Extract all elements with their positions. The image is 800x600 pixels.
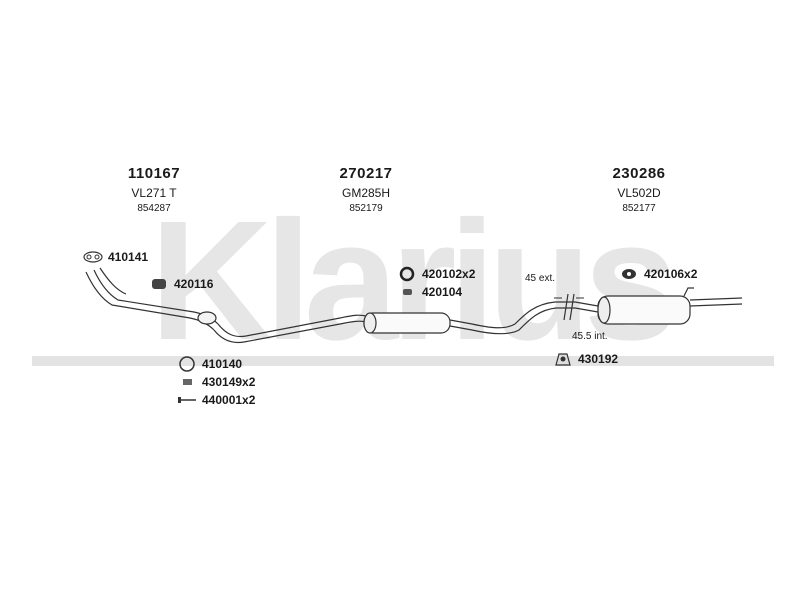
rubber-mount-icon	[148, 276, 170, 292]
middle-silencer	[363, 312, 451, 334]
fitting-label: 420102x2	[422, 267, 476, 281]
section-middle-silencer: 270217 GM285H 852179	[296, 165, 436, 214]
front-pipe-flange	[197, 311, 217, 325]
fitting-clamp: 420104	[396, 284, 462, 300]
rubber-ring-icon	[396, 266, 418, 282]
clamp-icon	[396, 284, 418, 300]
fitting-gasket: 410141	[82, 249, 148, 265]
front-pipe-branch	[99, 267, 127, 295]
front-pipe	[85, 271, 215, 331]
fitting-nut: 430149x2	[176, 374, 255, 390]
rear-tail-pipe	[689, 297, 743, 307]
fitting-bolt: 440001x2	[176, 392, 255, 408]
fitting-label: 420116	[174, 277, 214, 291]
section-front-pipe: 110167 VL271 T 854287	[84, 165, 224, 214]
watermark-bar	[32, 356, 774, 366]
fitting-ring: 410140	[176, 356, 242, 372]
fitting-rubber-mount: 420116	[148, 276, 213, 292]
note-internal-diameter: 45.5 int.	[572, 331, 608, 342]
intermediate-pipe-inner	[217, 314, 367, 338]
part-ref: 852179	[349, 203, 383, 214]
section-rear-silencer: 230286 VL502D 852177	[569, 165, 709, 214]
watermark-logo: Klarius	[149, 186, 678, 376]
part-code: GM285H	[341, 186, 391, 200]
part-ref: 852177	[622, 203, 656, 214]
bracket-icon	[552, 351, 574, 367]
middle-tail-pipe-inner	[449, 307, 575, 335]
ring-icon	[176, 356, 198, 372]
fitting-hanger-bracket: 430192	[552, 351, 618, 367]
part-code: VL502D	[617, 186, 661, 200]
part-number: 230286	[612, 165, 666, 182]
fitting-label: 410141	[108, 250, 149, 264]
rear-inlet-pipe	[574, 301, 599, 313]
part-ref: 854287	[137, 203, 171, 214]
middle-silencer-end	[363, 312, 377, 334]
fitting-label: 440001x2	[202, 393, 256, 407]
part-number: 110167	[127, 165, 181, 182]
fitting-label: 420106x2	[644, 267, 698, 281]
bolt-icon	[176, 392, 198, 408]
gasket-icon	[82, 249, 104, 265]
middle-tail-pipe	[449, 301, 575, 329]
part-code: VL271 T	[131, 186, 177, 200]
fitting-label: 410140	[202, 357, 243, 371]
intermediate-pipe	[213, 320, 367, 344]
fitting-label: 430192	[578, 352, 619, 366]
nut-icon	[176, 374, 198, 390]
hanger-rubber-icon	[618, 266, 640, 282]
part-number: 270217	[339, 165, 393, 182]
rear-silencer	[597, 295, 691, 325]
note-external-diameter: 45 ext.	[525, 273, 556, 284]
rear-silencer-end	[597, 296, 611, 324]
rear-hanger	[683, 287, 694, 297]
fitting-ring-rubber: 420102x2	[396, 266, 475, 282]
fitting-label: 420104	[422, 285, 463, 299]
fitting-label: 430149x2	[202, 375, 256, 389]
fitting-hanger-rubber: 420106x2	[618, 266, 697, 282]
